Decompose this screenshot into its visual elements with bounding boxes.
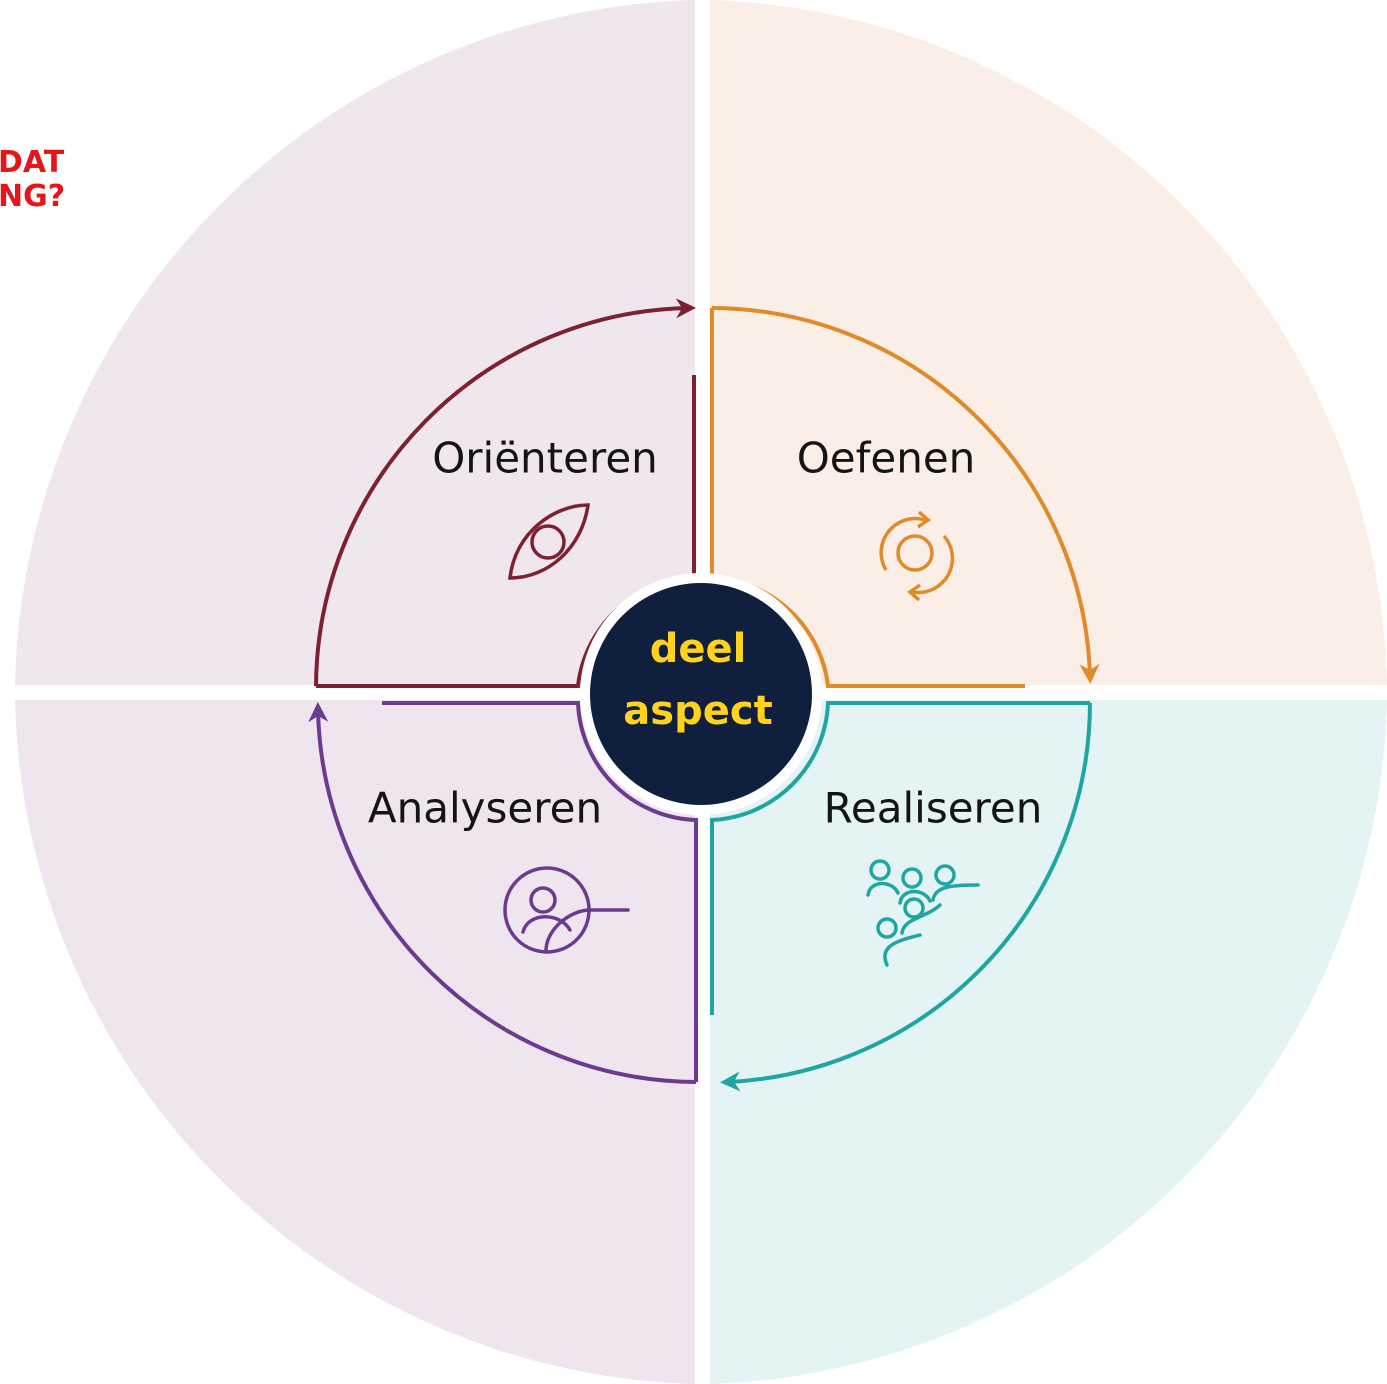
label-oefenen: Oefenen [796, 433, 976, 483]
corner-heading: DAT NG? [0, 146, 65, 214]
background-circle [15, 0, 1387, 1384]
quadrant-bottom-left [15, 700, 695, 1384]
center-label: deel aspect [623, 618, 772, 742]
quadrant-top-left [15, 0, 695, 685]
segment-realiseren [710, 701, 1092, 1092]
label-analyseren: Analyseren [367, 783, 603, 833]
center-circle [590, 583, 812, 805]
magnifier-person-icon [503, 866, 630, 954]
label-realiseren: Realiseren [823, 783, 1043, 833]
segment-analyseren [308, 701, 698, 1084]
center-label-line1: deel [649, 626, 747, 672]
label-orienteren: Oriënteren [432, 433, 658, 483]
corner-heading-line1: DAT [0, 145, 65, 180]
eye-icon [508, 503, 591, 580]
quadrant-bottom-right [710, 700, 1387, 1384]
corner-heading-line2: NG? [0, 179, 66, 214]
center-label-line2: aspect [623, 688, 773, 734]
cycle-arrows-icon [879, 510, 955, 602]
people-group-icon [866, 859, 980, 967]
quadrant-top-right [710, 0, 1387, 685]
